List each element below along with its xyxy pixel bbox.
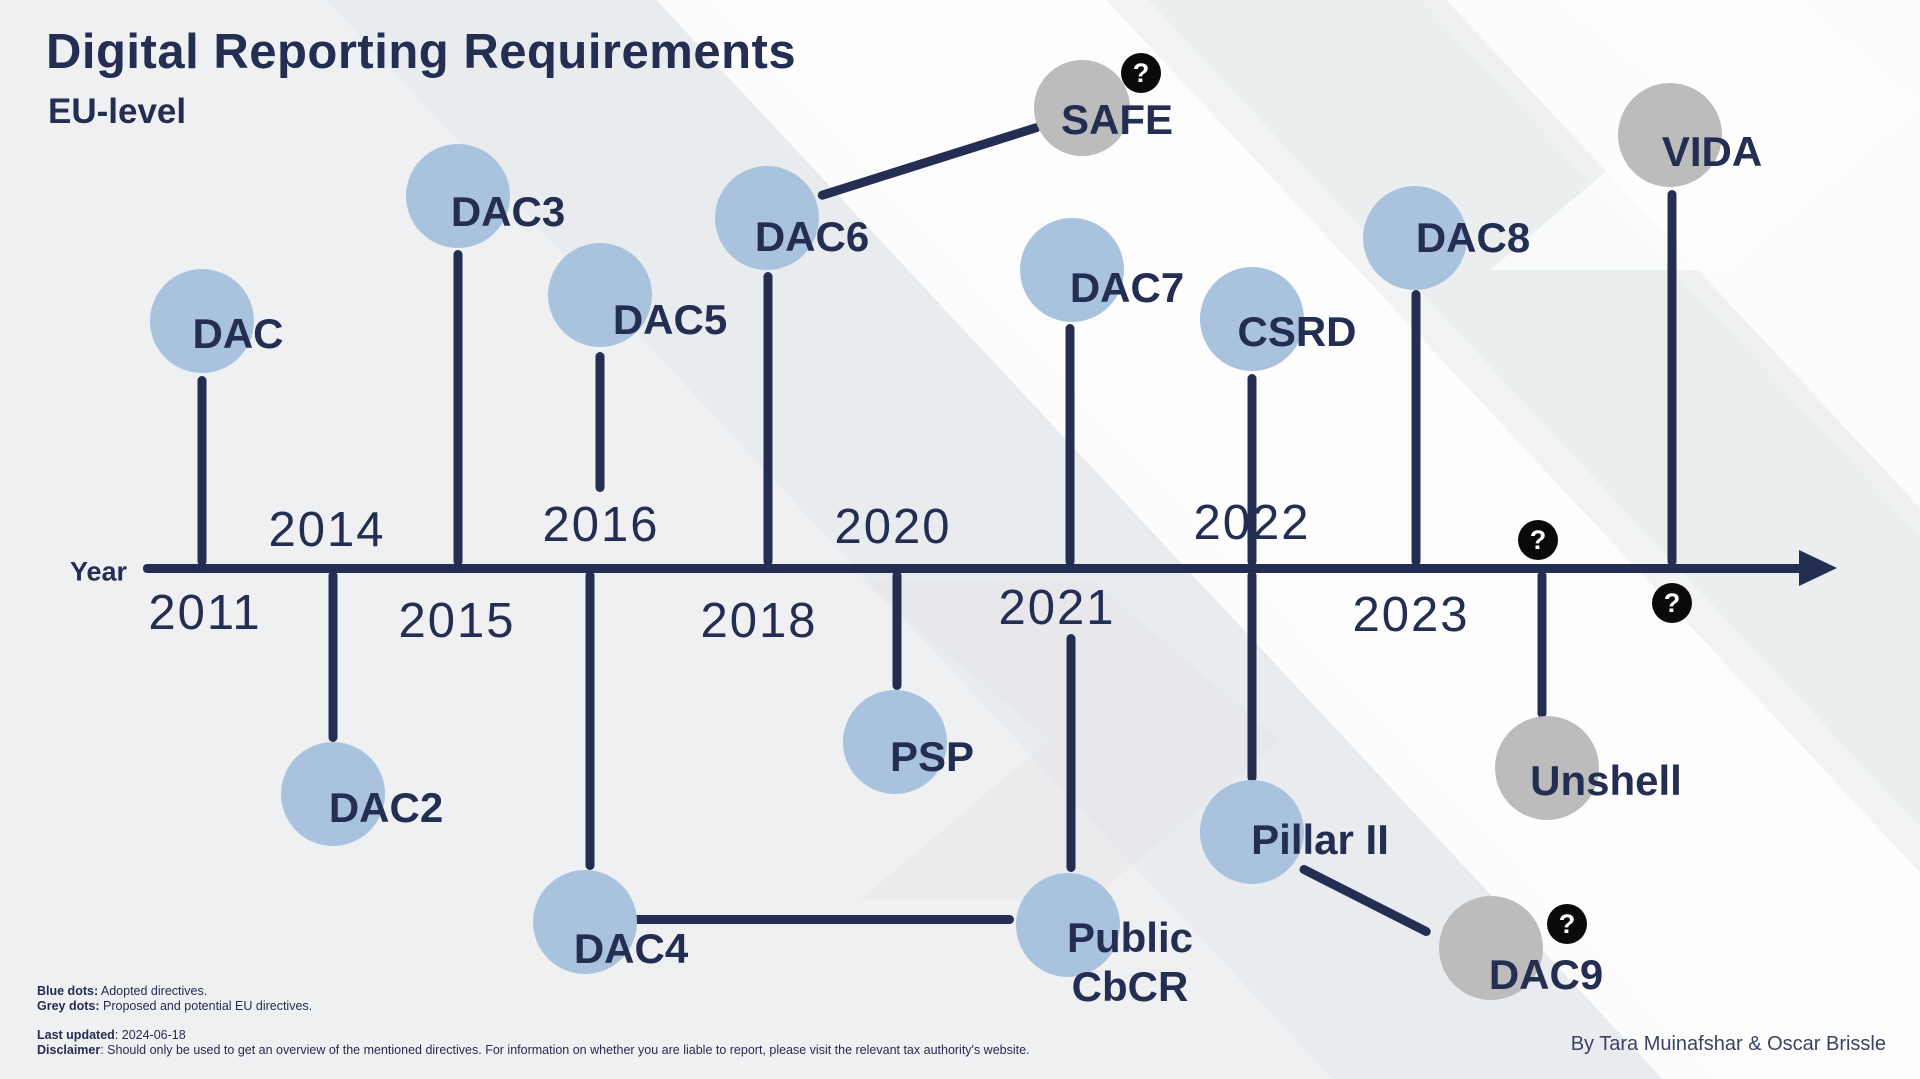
node-dac7-dot [1020, 218, 1124, 322]
node-dac2-label: DAC2 [328, 784, 444, 831]
stem-dac7 [1065, 324, 1075, 566]
legend: Blue dots: Adopted directives. Grey dots… [37, 984, 312, 1013]
node-dac-dot [150, 269, 254, 373]
legend-grey-dots: Grey dots: Proposed and potential EU dir… [37, 999, 312, 1014]
last-updated-value: : 2024-06-18 [114, 1028, 186, 1042]
node-psp-label: PSP [889, 733, 975, 780]
node-dac9-dot [1439, 896, 1543, 1000]
stem-dac6 [763, 272, 773, 566]
node-vida-dot [1618, 83, 1722, 187]
footer-meta: Last updated: 2024-06-18 Disclaimer: Sho… [37, 1028, 1030, 1057]
year-2018: 2018 [700, 594, 818, 648]
legend-grey-text: Proposed and potential EU directives. [99, 998, 313, 1013]
node-unshell-label: Unshell [1530, 757, 1682, 804]
node-dac8-dot [1363, 186, 1467, 290]
node-dac4-dot [533, 870, 637, 974]
stem-public-cbcr [1066, 634, 1076, 872]
stem-csrd [1247, 374, 1257, 566]
stem-dac [197, 376, 207, 566]
node-dac8-label: DAC8 [1415, 214, 1531, 261]
node-safe-dot [1034, 60, 1130, 156]
page-subtitle: EU-level [48, 92, 187, 131]
question-badge-unshell: ? [1518, 520, 1558, 560]
node-psp-dot [843, 690, 947, 794]
connector-dac6-safe [816, 122, 1042, 201]
node-csrd-label: CSRD [1237, 308, 1357, 355]
year-2014: 2014 [268, 503, 386, 557]
axis-year-label: Year [70, 556, 128, 587]
node-csrd-dot [1200, 267, 1304, 371]
stem-dac8 [1411, 290, 1421, 566]
stem-dac2 [328, 571, 338, 742]
timeline-arrowhead-icon [1799, 550, 1837, 586]
last-updated-label: Last updated [37, 1028, 115, 1042]
last-updated: Last updated: 2024-06-18 [37, 1028, 1030, 1043]
question-badge-safe: ? [1121, 53, 1161, 93]
page-title: Digital Reporting Requirements [46, 25, 797, 79]
node-unshell-dot [1495, 716, 1599, 820]
stem-dac5 [595, 352, 605, 492]
disclaimer-label: Disclaimer [37, 1042, 101, 1057]
stem-unshell [1537, 571, 1547, 718]
stem-dac3 [453, 250, 463, 566]
connector-pillar2-dac9 [1297, 863, 1433, 938]
year-2023: 2023 [1352, 588, 1470, 642]
node-public-cbcr-label-line2: CbCR [1071, 963, 1189, 1010]
legend-blue-label: Blue dots: [37, 984, 99, 998]
legend-blue-text: Adopted directives. [98, 984, 208, 998]
node-dac7-label: DAC7 [1069, 264, 1185, 311]
node-dac2-dot [281, 742, 385, 846]
stem-vida [1667, 190, 1677, 566]
year-2016: 2016 [542, 498, 660, 552]
node-public-cbcr-label: Public CbCR [1067, 913, 1193, 1011]
legend-blue-dots: Blue dots: Adopted directives. [37, 984, 312, 999]
node-dac9-label: DAC9 [1488, 951, 1604, 998]
disclaimer: Disclaimer: Should only be used to get a… [37, 1043, 1030, 1058]
year-2020: 2020 [834, 500, 952, 554]
stem-pillar2 [1247, 571, 1257, 782]
author-credit: By Tara Muinafshar & Oscar Brissle [1570, 1033, 1886, 1055]
node-dac-label: DAC [192, 310, 284, 357]
node-dac3-label: DAC3 [450, 188, 566, 235]
year-2021: 2021 [998, 581, 1116, 635]
node-dac6-dot [715, 166, 819, 270]
node-vida-label: VIDA [1661, 128, 1763, 175]
disclaimer-text: : Should only be used to get an overview… [100, 1042, 1030, 1057]
node-safe-label: SAFE [1060, 96, 1174, 143]
legend-grey-label: Grey dots: [37, 998, 100, 1013]
year-2011: 2011 [148, 586, 262, 640]
node-dac5-label: DAC5 [612, 296, 728, 343]
node-dac6-label: DAC6 [754, 213, 870, 260]
question-badge-dac9: ? [1547, 904, 1587, 944]
year-2015: 2015 [398, 594, 516, 648]
node-dac5-dot [548, 243, 652, 347]
question-badge-vida: ? [1652, 583, 1692, 623]
node-dac4-label: DAC4 [573, 925, 689, 972]
node-public-cbcr-dot [1016, 873, 1120, 977]
node-public-cbcr-label-line1: Public [1066, 914, 1194, 961]
connector-dac4-public-cbcr [618, 915, 1014, 924]
background-stripe [1800, 0, 1920, 1079]
stem-dac4 [585, 571, 595, 870]
stem-psp [892, 571, 902, 690]
node-pillar2-dot [1200, 780, 1304, 884]
timeline-axis [143, 564, 1805, 573]
node-pillar2-label: Pillar II [1251, 816, 1389, 863]
node-dac3-dot [406, 144, 510, 248]
